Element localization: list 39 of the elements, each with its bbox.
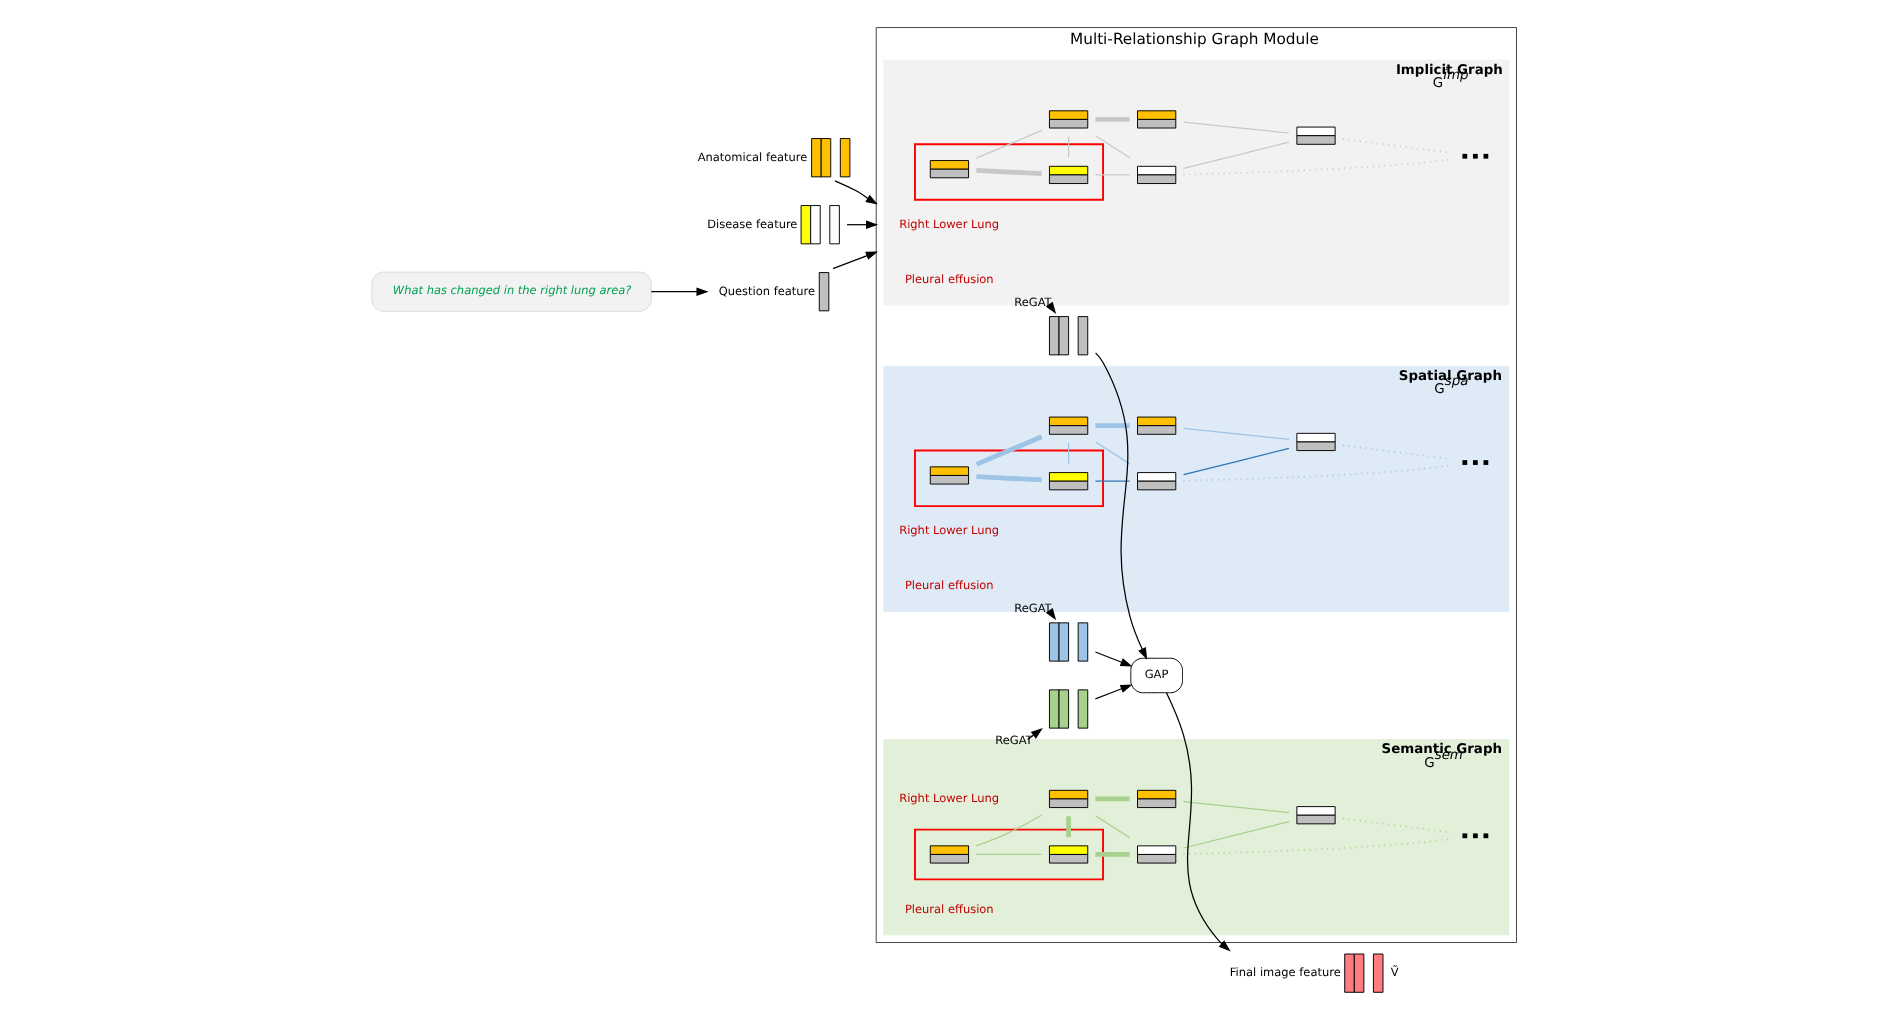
connector <box>1182 801 1289 814</box>
connector <box>1093 135 1130 159</box>
connector <box>1065 816 1070 838</box>
arrow <box>1094 352 1147 660</box>
connector <box>975 474 1041 483</box>
connector <box>1093 815 1130 839</box>
connector <box>1093 480 1130 482</box>
connector <box>1181 158 1449 176</box>
connector <box>1182 121 1289 134</box>
connector <box>1340 817 1449 834</box>
cluster <box>913 143 1103 201</box>
connector <box>1094 796 1129 802</box>
connector <box>1093 441 1130 465</box>
arrow <box>649 287 708 296</box>
arrow <box>1164 692 1230 952</box>
connector <box>974 129 1042 159</box>
arrow <box>845 220 878 229</box>
arrow <box>1093 651 1132 667</box>
connector <box>1094 852 1129 857</box>
connector <box>1182 427 1289 440</box>
connector <box>1094 117 1129 122</box>
connector <box>1181 464 1449 482</box>
connector <box>1182 821 1289 849</box>
arrow <box>833 180 877 205</box>
connector <box>1181 838 1449 855</box>
connector <box>1094 423 1129 429</box>
connector <box>1182 141 1289 170</box>
connector <box>974 814 1042 847</box>
connector <box>974 434 1042 467</box>
cluster <box>913 828 1103 881</box>
connector <box>1066 442 1069 465</box>
arrow <box>831 251 877 270</box>
connector <box>974 853 1042 856</box>
connector <box>975 168 1041 177</box>
connector <box>1340 138 1449 154</box>
arrow <box>1093 684 1132 700</box>
connector <box>1182 447 1289 476</box>
connector <box>1066 136 1069 159</box>
cluster <box>913 449 1103 508</box>
